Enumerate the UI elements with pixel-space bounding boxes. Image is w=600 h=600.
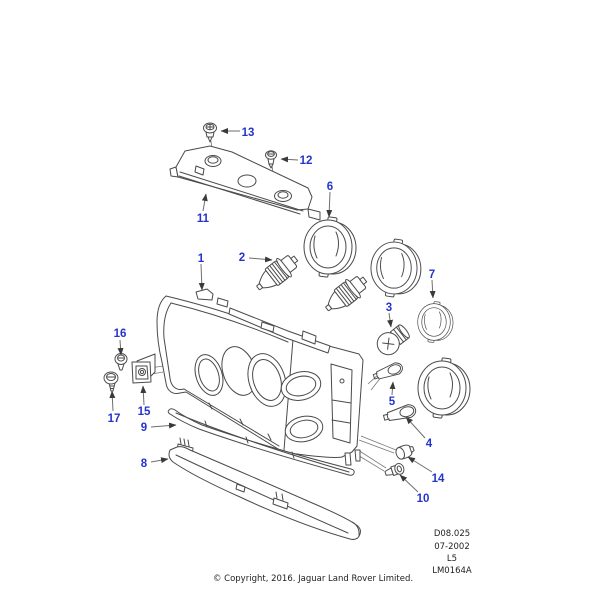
callout-8: 8	[141, 458, 148, 470]
headlamp-housing-part1	[156, 288, 364, 466]
callout-4: 4	[426, 438, 433, 450]
bulb-cover-part7	[417, 301, 454, 343]
copyright-notice: © Copyright, 2016. Jaguar Land Rover Lim…	[213, 574, 413, 584]
clip-part10	[384, 463, 405, 477]
callout-10: 10	[417, 493, 430, 505]
document-info-block: D08.025 07-2002 L5 LM0164A	[432, 529, 472, 576]
bulb-holder-part5	[371, 360, 405, 383]
screw-part12	[265, 150, 277, 169]
signal-bulb-part3	[376, 324, 410, 356]
callout-16: 16	[114, 328, 127, 340]
screw-part16	[114, 353, 128, 371]
bulb-cover-part6-second	[370, 238, 422, 298]
clip-part14	[395, 444, 415, 460]
drawing-number: D08.025	[434, 529, 470, 539]
callout-11: 11	[197, 213, 210, 225]
halogen-bulb-part2	[250, 248, 304, 298]
callout-2: 2	[239, 252, 245, 264]
callout-12: 12	[300, 155, 313, 167]
reference-code: LM0164A	[432, 566, 472, 576]
callout-7: 7	[429, 269, 435, 281]
bulb-cover-large-lower	[417, 357, 471, 419]
callout-13: 13	[242, 127, 255, 139]
callout-1: 1	[198, 253, 205, 265]
callout-14: 14	[432, 473, 445, 485]
halogen-bulb-part2-second	[319, 269, 373, 319]
trim-strip-part9	[167, 408, 355, 476]
callout-3: 3	[386, 302, 392, 314]
assembly-guide-lines	[149, 140, 397, 472]
callout-6: 6	[327, 181, 333, 193]
callout-5: 5	[389, 396, 396, 408]
callout-15: 15	[138, 406, 151, 418]
clip-nut-part15	[131, 353, 156, 384]
drawing-date: 07-2002	[434, 542, 470, 552]
bulb-cover-part6	[303, 216, 357, 278]
bulb-holder-part4	[381, 402, 418, 425]
screw-part13	[203, 122, 217, 143]
callout-labels: 1 2 3 4 5 6 7 8 9 10 11 12 13 14 15 16 1…	[108, 127, 445, 505]
sheet-code: L5	[447, 554, 457, 564]
callout-17: 17	[108, 413, 121, 425]
mounting-bracket-part11	[169, 145, 321, 221]
trim-blade-part8	[168, 437, 361, 540]
screw-part17	[103, 371, 119, 392]
callout-9: 9	[141, 422, 147, 434]
callout-leader-lines	[109, 128, 436, 493]
